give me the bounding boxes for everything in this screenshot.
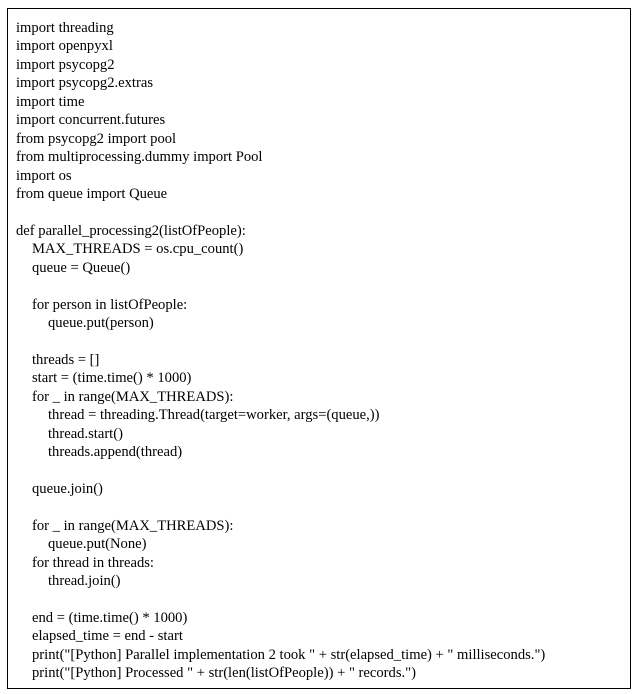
code-line: for thread in threads: [32, 554, 154, 571]
code-line: for person in listOfPeople: [32, 296, 188, 313]
code-line: queue.put(None) [48, 536, 147, 553]
code-line: from multiprocessing.dummy import Pool [16, 149, 263, 166]
code-line: for _ in range(MAX_THREADS): [32, 517, 234, 534]
code-line: elapsed_time = end - start [32, 628, 183, 645]
code-line: queue = Queue() [32, 259, 131, 276]
code-line: import psycopg2.extras [16, 75, 153, 92]
code-line [16, 462, 545, 480]
code-line: import time [16, 93, 85, 110]
code-line: import psycopg2 [16, 56, 115, 73]
code-line [16, 332, 545, 350]
code-line: print("[Python] Processed " + str(len(li… [32, 665, 416, 682]
code-line: import openpyxl [16, 38, 113, 55]
code-line: queue.put(person) [48, 315, 154, 331]
code-line [16, 277, 545, 295]
code-line: threads = [] [32, 351, 100, 368]
code-line [16, 591, 545, 609]
code-line: threads.append(thread) [48, 444, 183, 461]
code-line: MAX_THREADS = os.cpu_count() [32, 241, 244, 258]
code-line: thread.join() [48, 573, 121, 590]
code-line: thread = threading.Thread(target=worker,… [48, 407, 380, 424]
code-line: from psycopg2 import pool [16, 130, 177, 147]
code-line: import threading [16, 20, 114, 36]
code-line: queue.join() [32, 480, 103, 497]
code-line: from queue import Queue [16, 185, 168, 202]
code-line: start = (time.time() * 1000) [32, 370, 192, 387]
code-line: thread.start() [48, 425, 123, 442]
code-line [16, 498, 545, 516]
code-line: import concurrent.futures [16, 112, 166, 129]
code-line: def parallel_processing2(listOfPeople): [16, 222, 246, 239]
code-line: import os [16, 167, 72, 184]
code-line: for _ in range(MAX_THREADS): [32, 388, 234, 405]
code-line [16, 203, 545, 221]
code-line: print("[Python] Parallel implementation … [32, 646, 546, 663]
code-line: end = (time.time() * 1000) [32, 610, 188, 626]
